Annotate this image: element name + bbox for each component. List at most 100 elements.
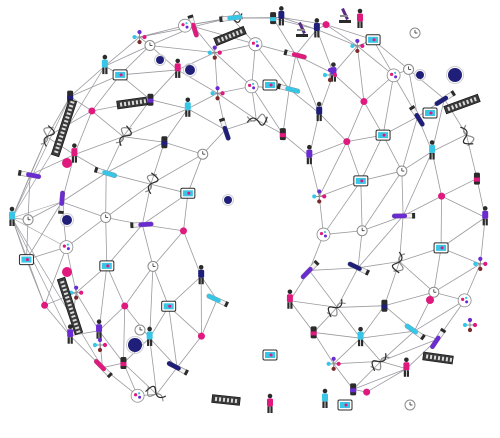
network-link — [336, 307, 361, 339]
petri-dish-icon — [244, 79, 259, 94]
network-link — [401, 171, 404, 216]
network-link — [295, 29, 318, 56]
network-link — [150, 153, 203, 185]
network-link — [251, 86, 284, 135]
network-link — [251, 44, 256, 87]
dna-icon — [326, 299, 346, 318]
tablet-icon — [262, 79, 278, 91]
network-link — [187, 154, 204, 194]
network-link — [337, 305, 385, 308]
network-link — [402, 151, 433, 217]
tablet-icon — [337, 399, 353, 411]
magenta-dot-icon — [426, 296, 434, 304]
navy-dot-ring — [183, 63, 197, 77]
network-link — [217, 92, 257, 120]
test-tube-icon — [130, 221, 154, 229]
network-link — [11, 174, 31, 219]
clock-icon — [134, 324, 146, 336]
dna-icon — [145, 172, 159, 195]
network-link — [225, 119, 257, 131]
network-link — [105, 217, 108, 266]
petri-dish-icon — [248, 37, 263, 52]
network-link — [149, 266, 154, 338]
network-link — [214, 43, 256, 54]
network-link — [74, 110, 93, 155]
network-link — [44, 292, 77, 306]
network-link — [440, 217, 486, 249]
molecule-icon — [132, 29, 147, 45]
person-icon — [357, 8, 363, 28]
magenta-dot-icon — [197, 332, 205, 340]
magenta-dot-icon — [363, 388, 371, 396]
tablet-icon — [18, 254, 34, 266]
navy-dot-icon — [128, 338, 142, 352]
network-link — [256, 119, 284, 135]
person-icon — [357, 326, 364, 347]
molecule-icon — [350, 38, 365, 54]
clock-icon — [22, 214, 34, 226]
pill-bottle-icon — [120, 357, 127, 370]
test-tube-icon — [17, 169, 42, 180]
network-link — [366, 368, 407, 393]
network-link — [360, 305, 385, 339]
network-link — [156, 367, 178, 395]
network-link — [382, 75, 395, 136]
network-link — [346, 141, 362, 182]
clock-icon — [428, 286, 440, 298]
person-icon — [316, 101, 323, 122]
network-link — [401, 116, 419, 172]
clock-icon — [147, 260, 159, 272]
ruler-bar-icon — [422, 351, 454, 365]
person-icon — [286, 289, 293, 309]
network-link — [441, 178, 478, 197]
network-link — [11, 201, 62, 219]
person-icon — [306, 144, 313, 165]
network-link — [333, 45, 358, 74]
test-tube-icon — [219, 14, 243, 23]
network-link — [325, 24, 358, 47]
network-link — [150, 69, 179, 100]
network-link — [69, 74, 121, 98]
network-link — [318, 141, 348, 197]
network-link — [122, 99, 151, 137]
test-tube-icon — [404, 323, 426, 341]
ruler-bar-icon — [50, 98, 78, 158]
network-link — [295, 54, 320, 114]
network-link — [325, 24, 374, 41]
pill-bottle-icon — [270, 12, 277, 25]
network-link — [91, 110, 124, 137]
tablet-icon — [161, 300, 177, 312]
network-link — [61, 201, 106, 218]
magenta-dot-icon — [322, 21, 330, 29]
network-link — [360, 337, 382, 362]
network-link — [333, 337, 361, 365]
network-link — [104, 36, 140, 67]
network-link — [309, 141, 347, 157]
person-icon — [71, 143, 78, 163]
network-link — [74, 136, 124, 156]
network-link — [27, 201, 63, 221]
ruler-bar-icon — [116, 96, 148, 110]
network-link — [11, 217, 103, 368]
network-link — [149, 45, 178, 71]
navy-dot-icon — [185, 65, 195, 75]
magenta-dot-icon — [62, 158, 72, 168]
network-link — [26, 201, 63, 260]
tablet-icon — [433, 242, 449, 254]
network-link — [201, 299, 218, 337]
network-link — [357, 45, 394, 76]
network-link — [183, 193, 189, 231]
person-icon — [313, 18, 320, 38]
dna-icon — [370, 353, 390, 372]
clock-icon — [144, 40, 156, 52]
network-link — [149, 45, 215, 54]
network-link — [380, 330, 415, 362]
test-tube-icon — [166, 361, 189, 376]
network-link — [69, 65, 106, 97]
network-link — [142, 192, 189, 225]
network-link — [272, 17, 297, 56]
network-link — [408, 69, 445, 100]
molecule-icon — [312, 189, 327, 204]
network-link — [102, 362, 124, 369]
